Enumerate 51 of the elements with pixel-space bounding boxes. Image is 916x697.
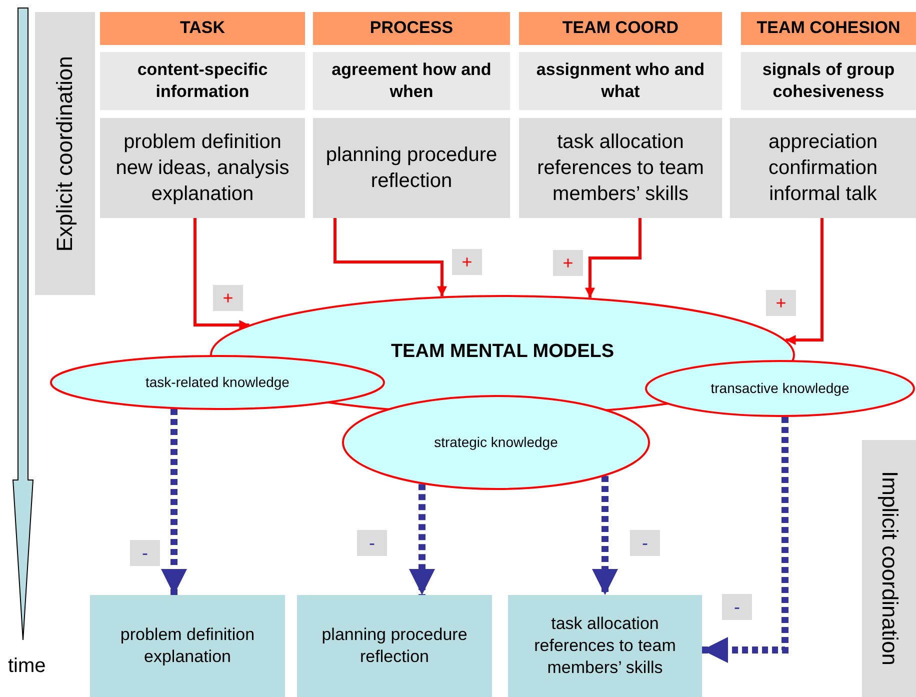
edge-label: - — [630, 530, 660, 556]
side-band — [35, 12, 95, 295]
subheader-text: content-specific information — [136, 58, 269, 103]
edge-label: - — [722, 594, 752, 620]
arrow — [702, 416, 788, 663]
arrow — [334, 218, 447, 296]
subheader-text: agreement how and when — [330, 58, 492, 103]
edge-label: + — [213, 285, 243, 311]
subheader-text: signals of group cohesiveness — [761, 58, 896, 103]
outcome-box — [297, 595, 492, 697]
header-text: TASK — [180, 17, 225, 40]
model-title: TEAM MENTAL MODELS — [390, 340, 614, 364]
arrow — [592, 476, 618, 595]
edge-label: + — [452, 249, 482, 275]
header-box — [100, 12, 305, 45]
category-text: task allocation references to team members’ skills — [536, 130, 705, 207]
band-title: Explicit coordination — [50, 56, 78, 252]
category-text: planning procedure reflection — [324, 143, 498, 194]
header-text: TEAM COORD — [562, 17, 679, 40]
arrow — [161, 409, 187, 595]
header-box — [313, 12, 510, 45]
arrow — [194, 218, 250, 330]
edge-label: + — [553, 250, 583, 276]
edge-label: - — [130, 540, 160, 566]
category-text: problem definition new ideas, analysis explanation — [114, 130, 290, 207]
category-text: appreciation confirmation informal talk — [768, 130, 878, 207]
outcome-text: problem definition explanation — [119, 624, 256, 668]
outcome-box — [90, 595, 285, 697]
outcome-text: planning procedure reflection — [320, 624, 468, 668]
axis-label: time — [8, 655, 46, 678]
edge-label: - — [357, 530, 387, 556]
category-box — [313, 118, 510, 218]
category-box — [519, 118, 722, 218]
header-text: TEAM COHESION — [756, 17, 900, 40]
arrow — [786, 218, 824, 345]
knowledge-label: transactive knowledge — [710, 379, 850, 398]
header-box — [741, 12, 916, 45]
category-box — [730, 118, 916, 218]
knowledge-label: strategic knowledge — [434, 433, 558, 452]
header-text: PROCESS — [370, 17, 454, 40]
outcome-text: task allocation references to team members’ skills — [533, 612, 677, 680]
knowledge-label: task-related knowledge — [146, 373, 290, 392]
category-box — [100, 118, 305, 218]
header-box — [519, 12, 722, 45]
side-band — [862, 440, 916, 697]
subheader-text: assignment who and what — [535, 58, 706, 103]
edge-label: + — [766, 290, 796, 316]
arrow — [585, 218, 642, 298]
outcome-box — [508, 595, 702, 697]
arrow — [409, 484, 435, 595]
band-title: Implicit coordination — [876, 471, 904, 666]
